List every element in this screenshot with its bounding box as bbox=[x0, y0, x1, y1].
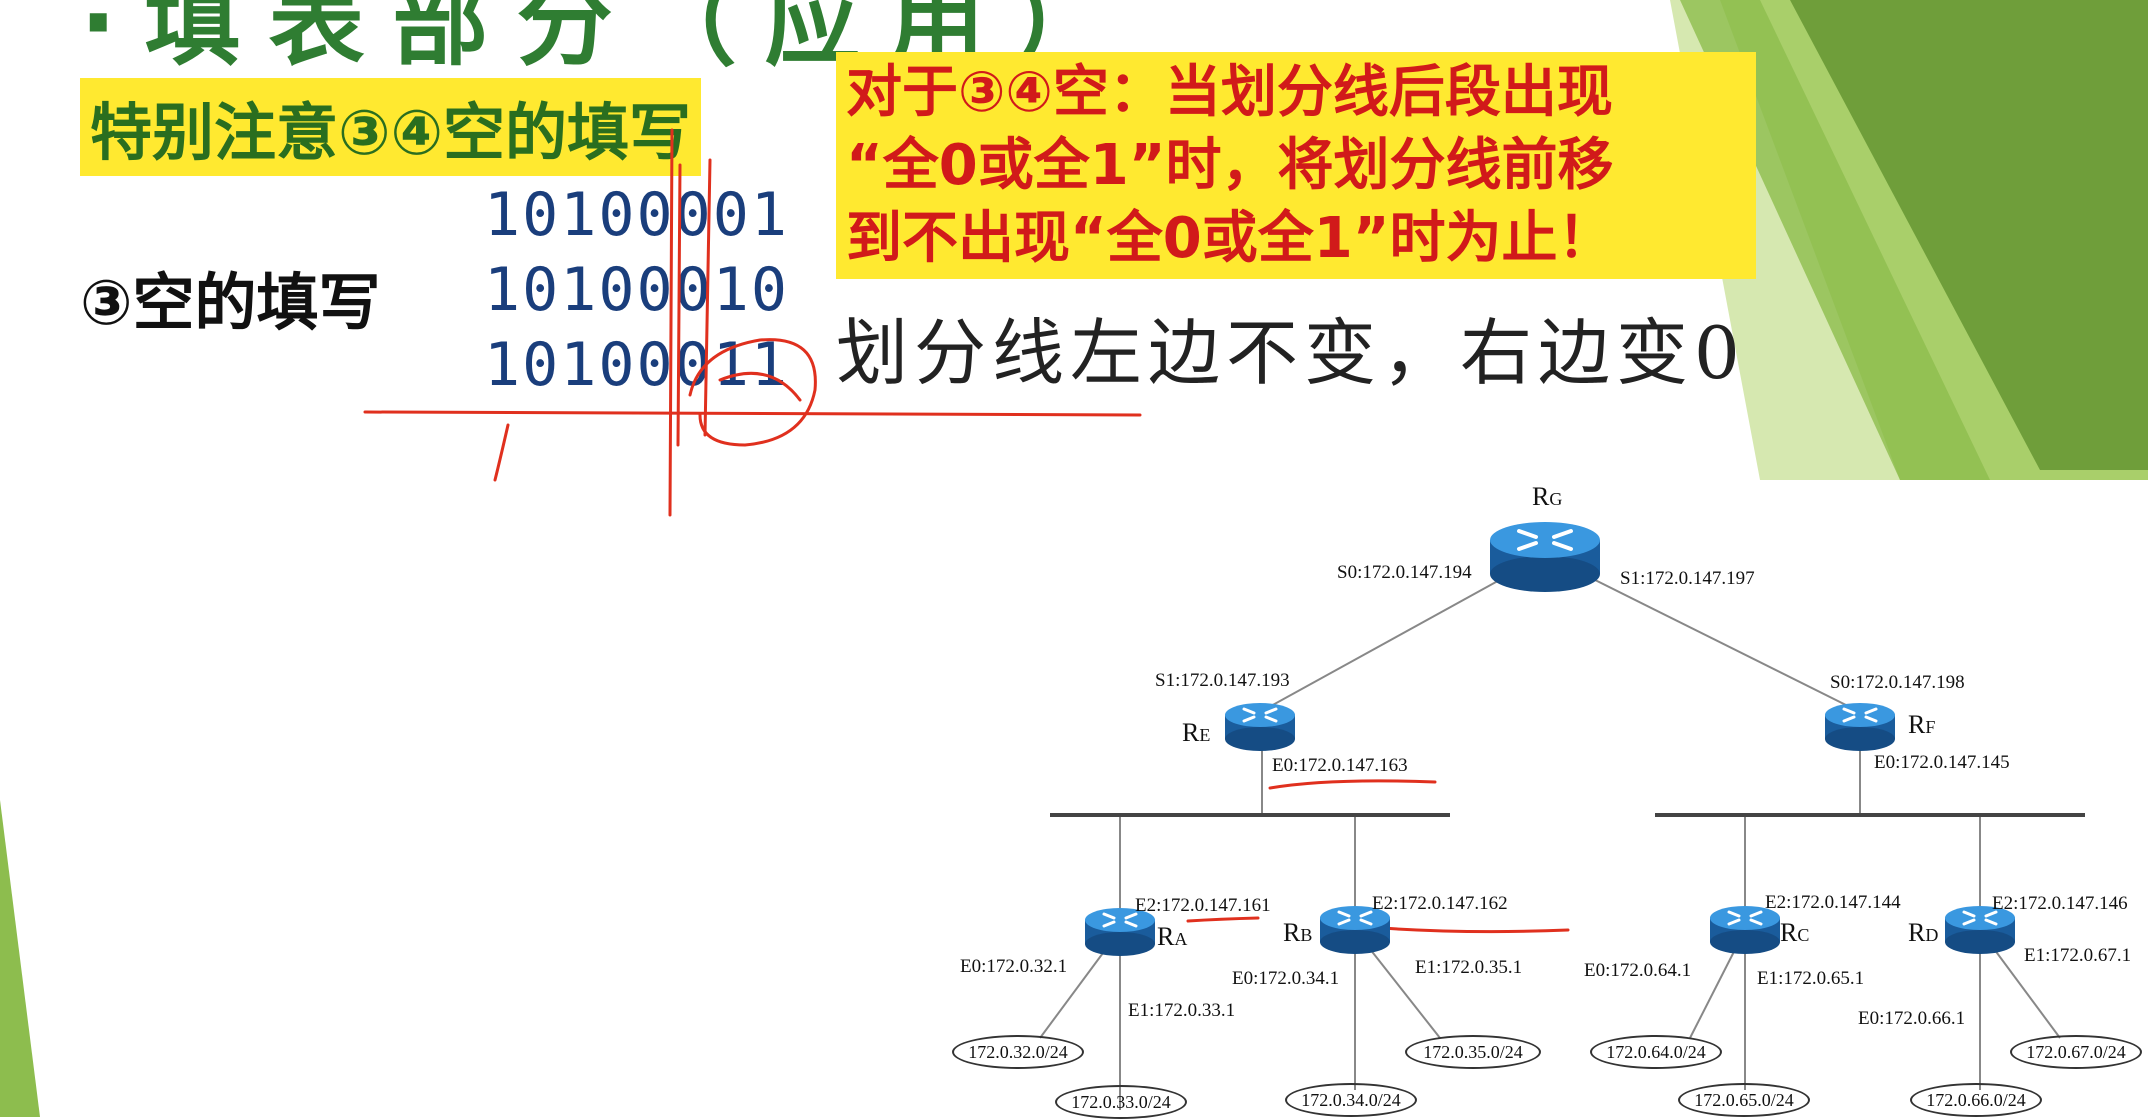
rule-line: 对于③④空：当划分线后段出现 bbox=[846, 60, 1613, 125]
router-label-re: RE bbox=[1182, 718, 1211, 747]
annotation-underline bbox=[363, 410, 1142, 417]
router-label-rg: RG bbox=[1532, 482, 1563, 511]
interface-label: E2:172.0.147.146 bbox=[1992, 893, 2128, 914]
interface-label: E2:172.0.147.162 bbox=[1372, 893, 1508, 914]
router-label-rf: RF bbox=[1908, 710, 1936, 739]
interface-label: E0:172.0.147.163 bbox=[1272, 755, 1408, 776]
interface-label: E0:172.0.147.145 bbox=[1874, 752, 2010, 773]
subheading-blank3: ③空的填写 bbox=[80, 266, 381, 339]
rule-line: 到不出现“全0或全1”时为止！ bbox=[846, 206, 1614, 271]
interface-label: S0:172.0.147.198 bbox=[1830, 672, 1965, 693]
subnet-oval: 172.0.32.0/24 bbox=[952, 1035, 1084, 1069]
annotation-mark bbox=[718, 371, 802, 402]
interface-label: E1:172.0.33.1 bbox=[1128, 1000, 1236, 1021]
binary-row: 10100011 bbox=[484, 330, 789, 400]
subnet-oval: 172.0.65.0/24 bbox=[1678, 1083, 1810, 1117]
router-label-ra: RA bbox=[1157, 922, 1188, 951]
subnet-oval: 172.0.33.0/24 bbox=[1055, 1085, 1187, 1119]
router-rf-icon bbox=[1823, 701, 1897, 753]
router-rg-icon bbox=[1488, 520, 1602, 594]
router-label-rb: RB bbox=[1283, 918, 1313, 947]
subnet-oval: 172.0.35.0/24 bbox=[1405, 1035, 1541, 1069]
annotation-mark bbox=[493, 423, 510, 482]
subnet-oval: 172.0.34.0/24 bbox=[1285, 1083, 1417, 1117]
interface-label: E1:172.0.35.1 bbox=[1415, 957, 1523, 978]
annotation-circle bbox=[688, 338, 817, 447]
interface-label: S1:172.0.147.193 bbox=[1155, 670, 1290, 691]
annotation-divider bbox=[668, 128, 674, 517]
interface-label: E1:172.0.67.1 bbox=[2024, 945, 2132, 966]
interface-label: S1:172.0.147.197 bbox=[1620, 568, 1755, 589]
subnet-oval: 172.0.64.0/24 bbox=[1590, 1035, 1722, 1069]
router-label-rd: RD bbox=[1908, 918, 1939, 947]
annotation-divider bbox=[676, 163, 682, 447]
annotation-underline bbox=[1380, 926, 1570, 934]
rule-line: “全0或全1”时，将划分线前移 bbox=[846, 133, 1614, 198]
link-rg-rf bbox=[1544, 554, 1861, 713]
interface-label: E2:172.0.147.161 bbox=[1135, 895, 1271, 916]
annotation-underline bbox=[1186, 916, 1260, 923]
special-note: 特别注意③④空的填写 bbox=[80, 78, 701, 176]
annotation-divider bbox=[703, 158, 712, 437]
interface-label: E1:172.0.65.1 bbox=[1757, 968, 1865, 989]
interface-label: E0:172.0.66.1 bbox=[1858, 1008, 1966, 1029]
subnet-oval: 172.0.66.0/24 bbox=[1910, 1083, 2042, 1117]
subnet-oval: 172.0.67.0/24 bbox=[2010, 1035, 2142, 1069]
router-label-rc: RC bbox=[1780, 918, 1810, 947]
router-re-icon bbox=[1223, 701, 1297, 753]
interface-label: S0:172.0.147.194 bbox=[1337, 562, 1472, 583]
annotation-underline bbox=[1268, 779, 1437, 790]
interface-label: E0:172.0.32.1 bbox=[960, 956, 1068, 977]
binary-row: 10100010 bbox=[484, 255, 789, 325]
rule-box: 对于③④空：当划分线后段出现 “全0或全1”时，将划分线前移 到不出现“全0或全… bbox=[836, 52, 1756, 279]
binary-row: 10100001 bbox=[484, 180, 789, 250]
interface-label: E0:172.0.64.1 bbox=[1584, 960, 1692, 981]
explanation-text: 划分线左边不变，右边变0 bbox=[836, 311, 1746, 395]
interface-label: E2:172.0.147.144 bbox=[1765, 892, 1901, 913]
interface-label: E0:172.0.34.1 bbox=[1232, 968, 1340, 989]
